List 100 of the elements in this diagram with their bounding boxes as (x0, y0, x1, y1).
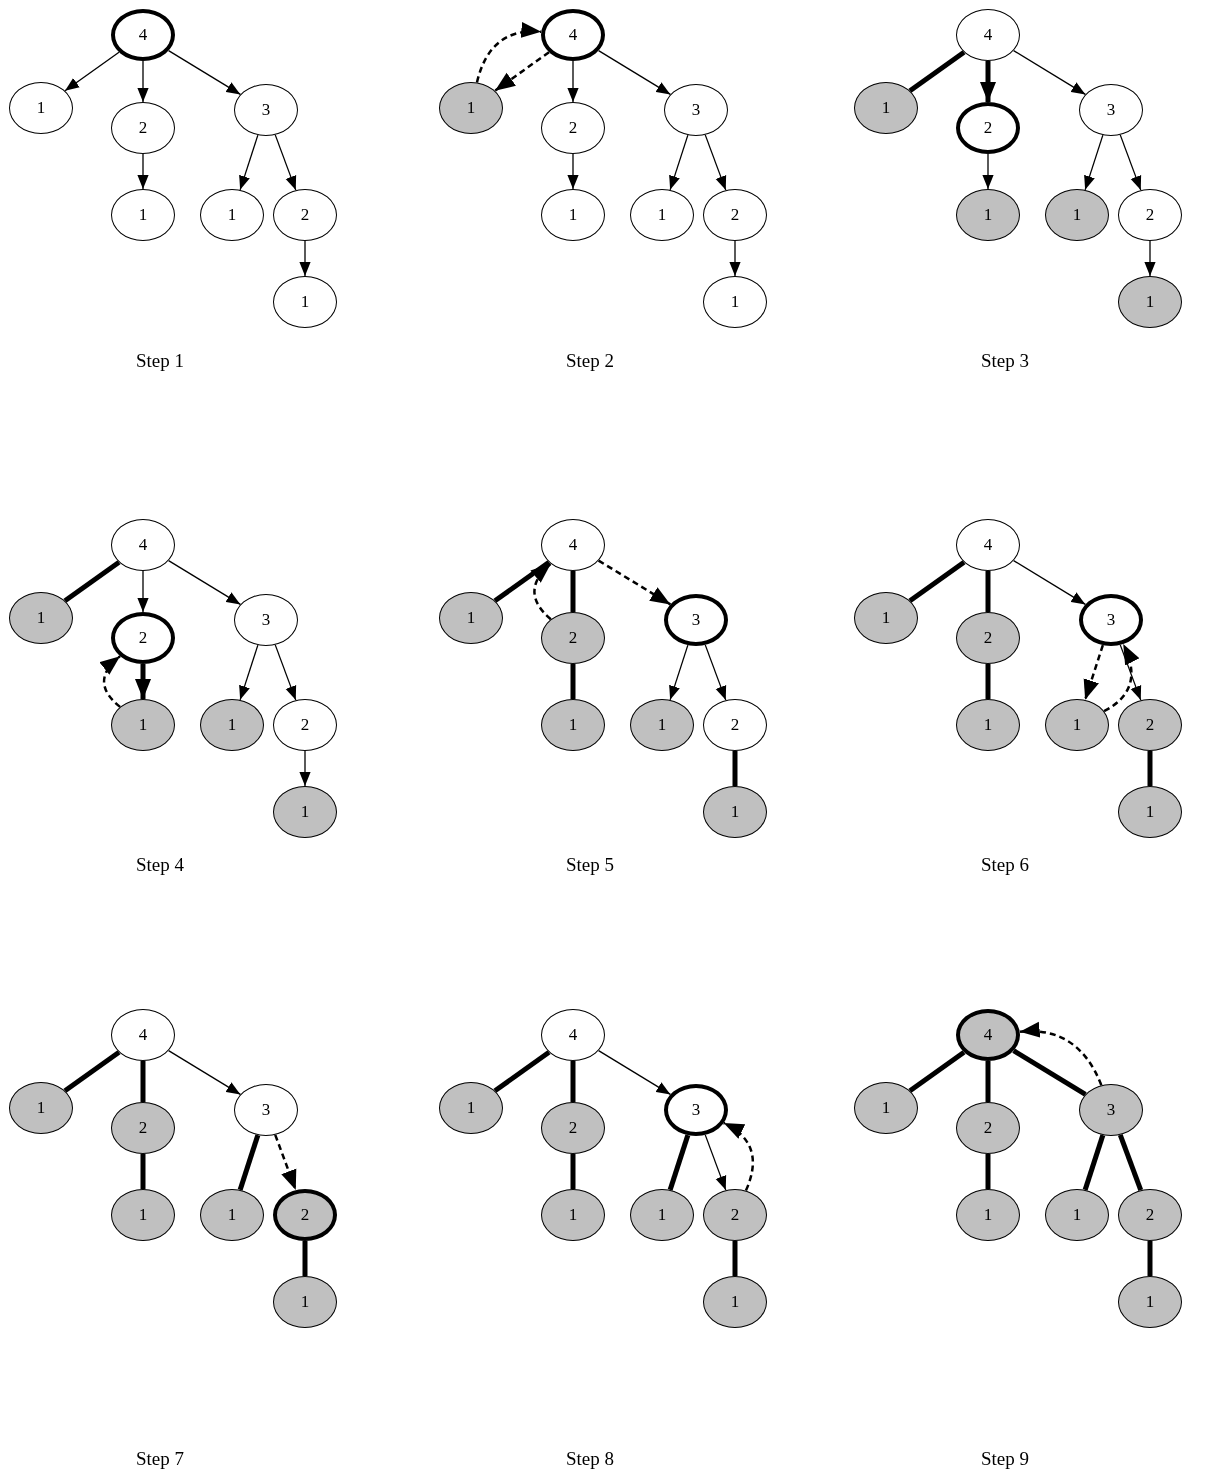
tree-node: 2 (111, 102, 175, 154)
connector-line (63, 1050, 121, 1093)
arrow (1119, 134, 1142, 191)
step-caption: Step 4 (136, 854, 184, 876)
tree-node: 1 (956, 699, 1020, 751)
arrow (567, 153, 579, 190)
connector-line (493, 1050, 551, 1093)
tree-node: 1 (111, 189, 175, 241)
arrow (980, 61, 996, 102)
connector-line (237, 1134, 261, 1191)
connector-line (140, 1061, 146, 1102)
step-caption: Step 5 (566, 854, 614, 876)
tree-node: 1 (9, 82, 73, 134)
arrow (1084, 134, 1104, 191)
connector-line (1147, 751, 1153, 786)
arrow (1019, 1022, 1103, 1086)
tree-node: 2 (956, 612, 1020, 664)
tree-node: 2 (541, 612, 605, 664)
tree-node: 3 (664, 594, 728, 646)
tree-node: 3 (664, 1084, 728, 1136)
arrow (669, 134, 689, 191)
tree-node: 1 (1045, 699, 1109, 751)
tree-node: 2 (956, 1102, 1020, 1154)
arrow (723, 1121, 755, 1192)
step-caption: Step 2 (566, 350, 614, 372)
tree-node: 4 (111, 1009, 175, 1061)
arrow (494, 51, 550, 92)
tree-node: 1 (1045, 1189, 1109, 1241)
tree-node: 4 (956, 9, 1020, 61)
arrow (1119, 644, 1142, 701)
tree-node: 1 (200, 1189, 264, 1241)
step-caption: Step 1 (136, 350, 184, 372)
tree-node: 1 (703, 276, 767, 328)
connector-line (570, 1154, 576, 1189)
connector-line (1012, 1048, 1087, 1097)
tree-node: 1 (854, 592, 918, 644)
tree-node: 2 (1118, 1189, 1182, 1241)
arrow (137, 570, 149, 613)
connector-line (570, 664, 576, 699)
tree-node: 1 (541, 1189, 605, 1241)
arrow (1012, 49, 1087, 96)
connector-line (493, 560, 551, 603)
tree-node: 4 (956, 519, 1020, 571)
tree-node: 1 (273, 1276, 337, 1328)
tree-node: 3 (234, 1084, 298, 1136)
tree-node: 4 (541, 1009, 605, 1061)
arrow (1012, 559, 1087, 606)
arrow (597, 49, 672, 96)
arrow (239, 134, 259, 191)
connector-line (302, 1241, 308, 1276)
tree-node: 4 (111, 9, 175, 61)
arrow (167, 1049, 242, 1096)
arrow (1083, 644, 1105, 701)
tree-node: 2 (541, 1102, 605, 1154)
arrow (239, 644, 259, 701)
connector-line (667, 1134, 691, 1191)
arrow (299, 750, 311, 787)
tree-node: 1 (956, 1189, 1020, 1241)
tree-node: 2 (273, 189, 337, 241)
tree-node: 1 (630, 699, 694, 751)
connector-line (908, 560, 966, 603)
step-caption: Step 8 (566, 1448, 614, 1470)
tree-node: 4 (541, 9, 605, 61)
tree-node: 1 (1118, 1276, 1182, 1328)
connector-line (1147, 1241, 1153, 1276)
connector-line (140, 1154, 146, 1189)
step-caption: Step 3 (981, 350, 1029, 372)
tree-node: 1 (630, 1189, 694, 1241)
tree-node: 1 (703, 1276, 767, 1328)
connector-line (985, 1154, 991, 1189)
tree-node: 1 (541, 699, 605, 751)
tree-node: 2 (111, 612, 175, 664)
tree-node: 3 (1079, 594, 1143, 646)
tree-node: 2 (111, 1102, 175, 1154)
connector-line (570, 571, 576, 612)
connector-line (732, 1241, 738, 1276)
tree-node: 1 (439, 1082, 503, 1134)
tree-node: 4 (111, 519, 175, 571)
tree-node: 2 (703, 1189, 767, 1241)
connector-line (985, 1061, 991, 1102)
tree-node: 3 (234, 594, 298, 646)
connector-line (908, 50, 966, 93)
tree-node: 2 (273, 1189, 337, 1241)
step-caption: Step 9 (981, 1448, 1029, 1470)
arrow (669, 644, 689, 701)
tree-node: 1 (273, 276, 337, 328)
tree-node: 4 (541, 519, 605, 571)
arrow (704, 134, 727, 191)
arrow (64, 51, 120, 92)
arrow (597, 1049, 672, 1096)
arrow (99, 655, 121, 708)
tree-node: 1 (854, 1082, 918, 1134)
tree-node: 1 (854, 82, 918, 134)
tree-node: 1 (9, 592, 73, 644)
connector-line (985, 571, 991, 612)
connector-line (908, 1050, 966, 1093)
arrow (729, 240, 741, 277)
tree-node: 3 (664, 84, 728, 136)
tree-node: 1 (956, 189, 1020, 241)
tree-node: 3 (1079, 1084, 1143, 1136)
